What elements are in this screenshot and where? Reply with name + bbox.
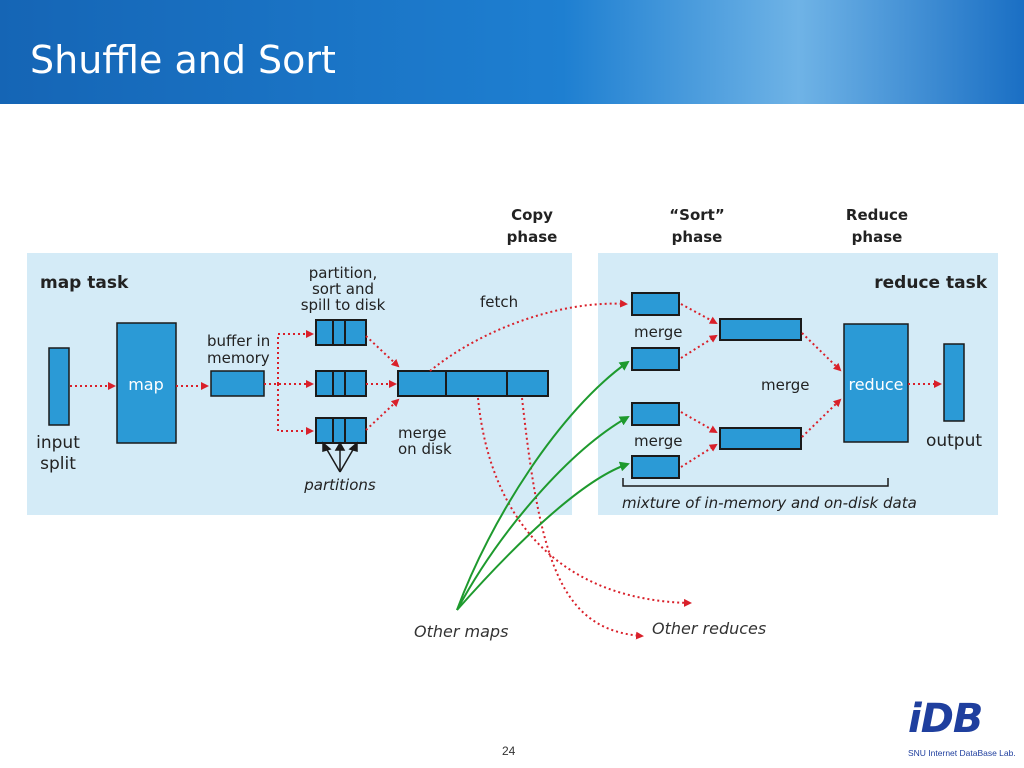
output-label: output [926, 431, 982, 451]
merged-segment-top [719, 318, 802, 341]
partitions-label: partitions [303, 476, 376, 494]
idb-logo-subtitle: SNU Internet DataBase Lab. [908, 748, 1016, 758]
fetched-segment-1 [631, 292, 680, 316]
fetched-segment-3 [631, 402, 680, 426]
sort-phase-label: “Sort”phase [669, 206, 724, 246]
other-maps-label: Other maps [414, 622, 508, 641]
spill-file-middle [315, 370, 367, 397]
page-number: 24 [502, 744, 516, 758]
map-label: map [128, 375, 164, 394]
fetch-label: fetch [480, 293, 518, 311]
fetched-segment-2 [631, 347, 680, 371]
reduce-box [843, 323, 909, 443]
input-split-box [48, 347, 70, 426]
reduce-task-flow-arrows [680, 303, 942, 468]
idb-logo: iDB SNU Internet DataBase Lab. [908, 696, 1018, 764]
map-box [116, 322, 177, 444]
merged-segment-bottom [719, 427, 802, 450]
other-reduces-label: Other reduces [652, 619, 766, 638]
title-bar: Shuffle and Sort [0, 0, 1024, 104]
idb-logo-mark: iDB [908, 696, 983, 742]
output-box [943, 343, 965, 422]
slide-title: Shuffle and Sort [30, 38, 336, 82]
reduce-task-title: reduce task [874, 273, 987, 293]
partitions-pointers [322, 441, 358, 473]
spill-file-bottom [315, 417, 367, 444]
merge-label-bottom: merge [634, 432, 683, 450]
fetched-segment-4 [631, 455, 680, 479]
map-task-flow-arrows [70, 330, 400, 435]
reduce-label: reduce [848, 375, 903, 394]
other-maps-arrows [456, 360, 630, 611]
mixture-bracket [622, 478, 889, 487]
merged-output-file [397, 370, 549, 397]
mixture-label: mixture of in-memory and on-disk data [622, 494, 917, 512]
merge-label-center: merge [761, 376, 810, 394]
spill-file-top [315, 319, 367, 346]
merge-label-top: merge [634, 323, 683, 341]
buffer-box [210, 370, 265, 397]
map-task-title: map task [40, 273, 129, 293]
fetch-and-other-reduces-arrows [429, 299, 692, 640]
